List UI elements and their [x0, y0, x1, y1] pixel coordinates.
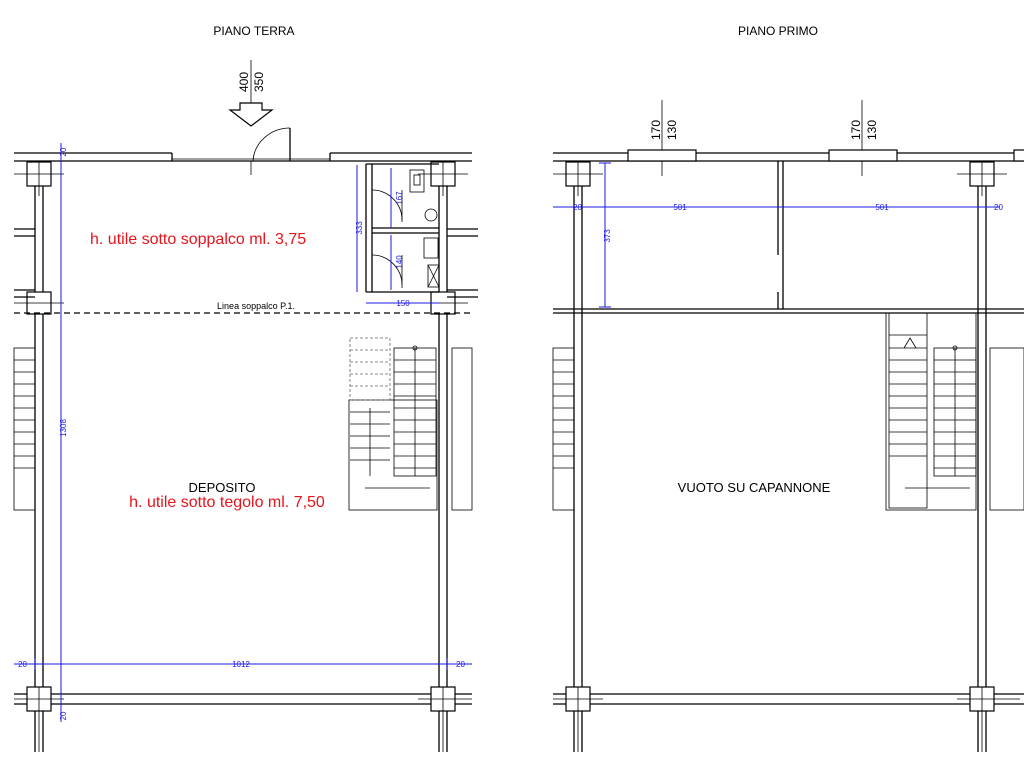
- dim-first-left-wall: 20: [573, 203, 582, 212]
- entrance-door-icon: [250, 127, 291, 175]
- left-window: [13, 228, 36, 511]
- room-name: DEPOSITO: [189, 480, 256, 495]
- ground-bottom-wall: [14, 693, 472, 705]
- dim-left-wall: 20: [18, 660, 27, 669]
- ground-left-wall: [34, 161, 44, 752]
- dim-wc-bottom: 140: [395, 255, 404, 269]
- dim-room-a-width: 501: [673, 203, 687, 212]
- dim-wc-top: 167: [395, 191, 404, 205]
- ground-floor-title: PIANO TERRA: [213, 24, 294, 38]
- dim-depth: 1308: [59, 419, 68, 437]
- left-window: [552, 347, 1024, 511]
- window-b-dim-b: 130: [865, 120, 879, 140]
- mezzanine-line-label: Linea soppalco P.1.: [217, 301, 295, 311]
- dim-room-b-width: 501: [875, 203, 889, 212]
- dim-top-wall: 20: [59, 147, 68, 156]
- staircase-icon: [885, 312, 977, 511]
- ground-floor-plan: PIANO TERRA 400 350: [13, 24, 478, 752]
- ground-top-wall: [14, 152, 472, 162]
- dim-first-right-wall: 20: [994, 203, 1003, 212]
- first-top-wall: [553, 149, 1024, 162]
- wc-block: [365, 163, 440, 293]
- first-dimensions: [553, 162, 1000, 308]
- first-floor-title: PIANO PRIMO: [738, 24, 818, 38]
- window-a-dim-b: 130: [665, 120, 679, 140]
- first-floor-plan: PIANO PRIMO 170 130 170 130: [552, 24, 1024, 752]
- window-b-dim-a: 170: [849, 120, 863, 140]
- right-window: [447, 228, 478, 511]
- dim-room-depth: 373: [603, 229, 612, 243]
- dim-width: 1012: [232, 660, 250, 669]
- entrance-dim-b: 350: [252, 72, 266, 92]
- mezzanine-height-note: h. utile sotto soppalco ml. 3,75: [90, 231, 306, 248]
- entrance-arrow-icon: [228, 60, 274, 127]
- entrance-dim-a: 400: [237, 72, 251, 92]
- dim-bottom-wall: 20: [59, 711, 68, 720]
- ground-dimensions: [14, 143, 472, 722]
- dim-wc-height: 333: [355, 221, 364, 235]
- dim-wc-width: 150: [396, 299, 410, 308]
- first-walls: [553, 161, 1024, 752]
- staircase-icon: [348, 337, 438, 511]
- dim-right-wall: 20: [456, 660, 465, 669]
- ground-right-wall: [438, 161, 448, 752]
- void-room-name: VUOTO SU CAPANNONE: [678, 480, 831, 495]
- column-icon: [553, 161, 1020, 752]
- room-height-note: h. utile sotto tegolo ml. 7,50: [129, 494, 325, 511]
- window-a-dim-a: 170: [649, 120, 663, 140]
